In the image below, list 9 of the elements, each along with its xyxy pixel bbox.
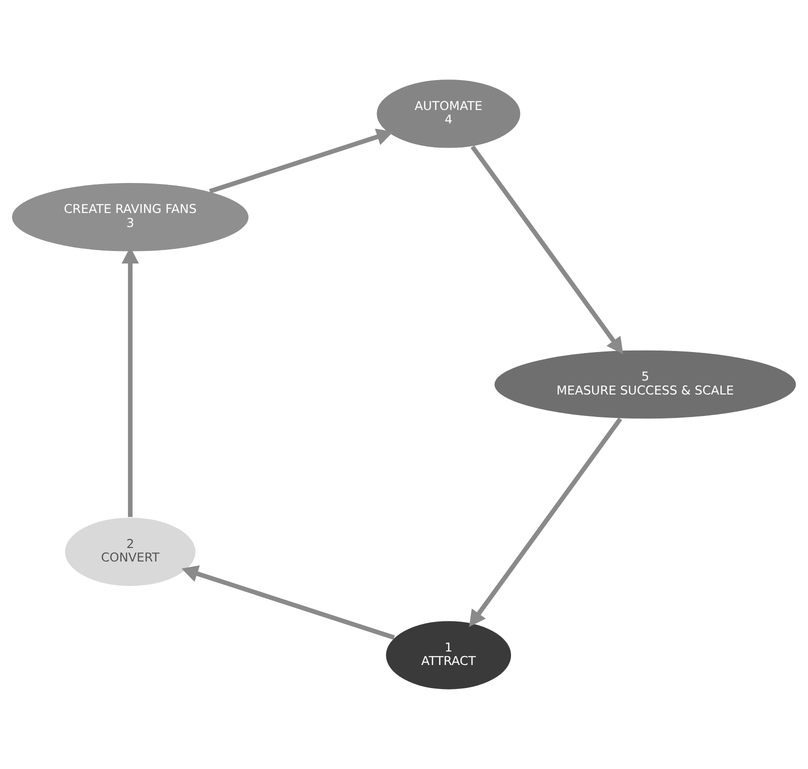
arrow bbox=[182, 565, 395, 640]
node-ellipse: 1 ATTRACT bbox=[385, 620, 512, 690]
arrow bbox=[209, 128, 394, 194]
node-ellipse: 2 CONVERT bbox=[64, 516, 196, 587]
arrow bbox=[469, 417, 622, 627]
arrow bbox=[470, 145, 624, 354]
node-ellipse: CREATE RAVING FANS 3 bbox=[11, 182, 250, 252]
node-ellipse: AUTOMATE 4 bbox=[376, 78, 522, 149]
node-ellipse: 5 MEASURE SUCCESS & SCALE bbox=[494, 350, 797, 420]
